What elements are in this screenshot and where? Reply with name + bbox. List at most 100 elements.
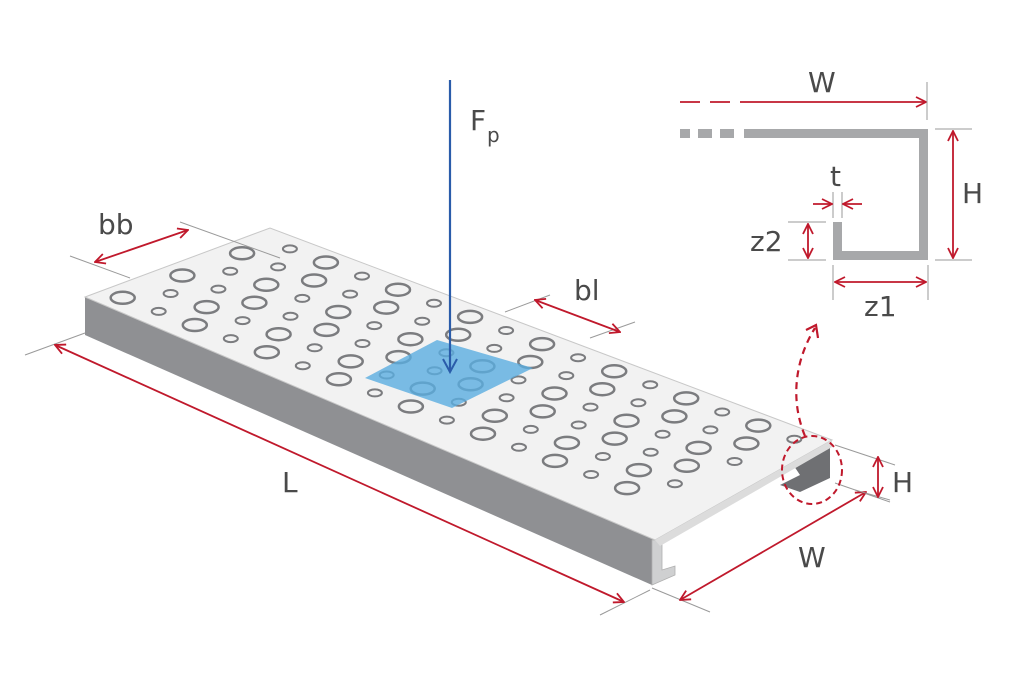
perforation-hole	[714, 407, 731, 417]
perforation-hole	[193, 299, 220, 315]
length-dimension: L	[24, 332, 651, 616]
height-dimension: H	[834, 444, 913, 501]
perforation-hole	[613, 480, 641, 496]
perforation-hole	[666, 479, 683, 489]
perforation-hole	[162, 289, 179, 298]
perforation-hole	[366, 388, 383, 398]
perforation-hole	[582, 402, 599, 412]
bl-dimension: bl	[504, 274, 636, 339]
perforation-hole	[234, 316, 251, 326]
perforation-hole	[600, 364, 628, 379]
perforation-hole	[306, 343, 323, 353]
perforation-hole	[570, 420, 587, 430]
perforation-hole	[397, 399, 425, 414]
force-arrow: F p	[450, 80, 500, 372]
cross-section: W H t z2 z1	[680, 66, 983, 323]
bb-dimension: bb	[69, 208, 281, 279]
perforation-hole	[325, 372, 353, 387]
bb-label: bb	[98, 208, 134, 241]
perforation-hole	[672, 391, 700, 406]
perforation-hole	[109, 290, 136, 306]
length-label: L	[282, 466, 298, 499]
perforation-hole	[444, 327, 472, 343]
perforation-hole	[253, 344, 281, 360]
perforation-hole	[222, 266, 239, 276]
plank	[83, 227, 834, 586]
perforation-hole	[228, 246, 256, 261]
perforation-hole	[372, 300, 400, 315]
perforation-hole	[354, 339, 371, 348]
force-label: F	[470, 104, 486, 137]
perforation-hole	[528, 336, 556, 352]
perforation-hole	[438, 415, 455, 425]
perforation-hole	[384, 282, 412, 297]
perforation-hole	[169, 268, 196, 283]
callout-arrowhead-icon	[805, 323, 820, 339]
perforation-hole	[733, 436, 760, 451]
perforation-hole	[426, 298, 442, 308]
perforation-hole	[241, 295, 268, 310]
bl-label: bl	[574, 274, 600, 307]
perforation-hole	[541, 386, 568, 401]
perforation-hole	[366, 321, 383, 331]
perforation-hole	[685, 440, 712, 456]
detail-callout	[781, 323, 843, 505]
perforation-hole	[558, 371, 575, 381]
perforation-hole	[529, 404, 556, 419]
perforation-hole	[661, 409, 688, 424]
perforation-hole	[342, 289, 359, 299]
perforation-hole	[469, 426, 497, 441]
perforation-hole	[583, 470, 600, 479]
perforation-hole	[281, 244, 298, 254]
perforation-hole	[642, 380, 659, 390]
perforation-hole	[589, 381, 616, 397]
perforation-hole	[181, 317, 209, 333]
section-width-label: W	[808, 66, 836, 99]
perforation-hole	[486, 343, 503, 353]
perforation-hole	[601, 431, 628, 446]
perforation-hole	[541, 453, 569, 469]
perforation-hole	[553, 435, 581, 451]
perforation-hole	[312, 255, 340, 270]
c-profile	[680, 129, 928, 260]
z2-label: z2	[750, 225, 783, 258]
perforation-hole	[726, 457, 743, 466]
perforation-hole	[222, 334, 239, 344]
perforation-hole	[498, 393, 515, 403]
perforation-hole	[282, 311, 299, 321]
perforation-hole	[522, 424, 539, 434]
perforation-hole	[594, 452, 611, 461]
perforation-hole	[481, 408, 509, 424]
perforation-hole	[498, 326, 515, 335]
perforation-hole	[210, 284, 227, 294]
plank-end-profile	[651, 539, 676, 586]
perforation-hole	[265, 326, 292, 342]
perforation-hole	[354, 271, 370, 281]
perforation-hole	[414, 316, 431, 326]
perforation-hole	[673, 458, 701, 474]
thickness-label: t	[830, 160, 841, 193]
perforation-hole	[253, 277, 280, 293]
perforation-hole	[625, 462, 653, 478]
perforation-hole	[702, 425, 719, 435]
perforation-hole	[300, 273, 328, 288]
perforation-hole	[456, 309, 484, 325]
perforation-hole	[270, 262, 287, 272]
perforation-hole	[654, 429, 671, 439]
perforation-hole	[294, 293, 311, 303]
perforation-hole	[294, 361, 311, 371]
perforation-hole	[630, 398, 647, 408]
perforation-hole	[325, 304, 352, 320]
perforation-hole	[511, 442, 527, 452]
perforation-hole	[613, 413, 640, 428]
z1-label: z1	[864, 290, 897, 323]
width-dimension: W	[651, 482, 891, 613]
perforation-hole	[642, 447, 659, 457]
perforation-hole	[397, 331, 424, 347]
perforation-hole	[745, 418, 772, 433]
force-subscript: p	[487, 123, 500, 147]
width-label: W	[798, 541, 826, 574]
height-label: H	[892, 466, 913, 499]
